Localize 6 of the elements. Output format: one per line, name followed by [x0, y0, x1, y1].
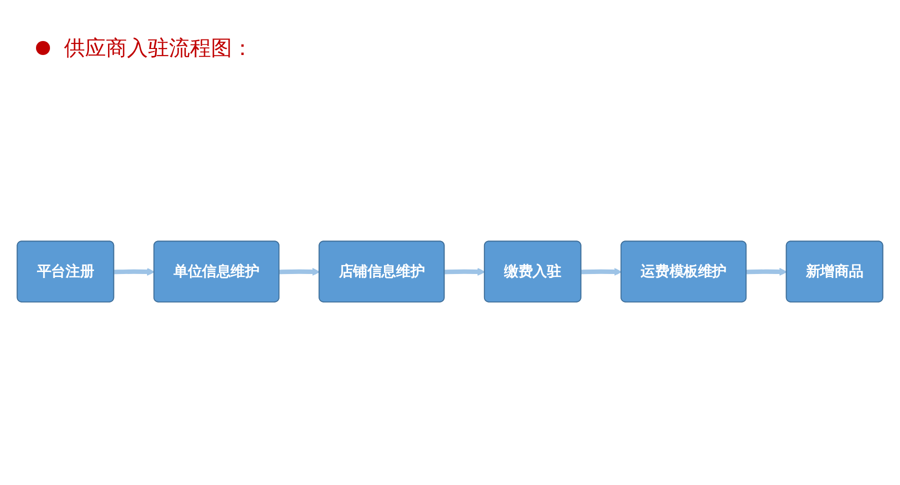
- arrow: [279, 268, 320, 276]
- arrow: [114, 268, 155, 276]
- arrow: [746, 268, 788, 276]
- arrow: [581, 268, 622, 276]
- arrow: [444, 268, 486, 276]
- title: 供应商入驻流程图：: [64, 35, 253, 62]
